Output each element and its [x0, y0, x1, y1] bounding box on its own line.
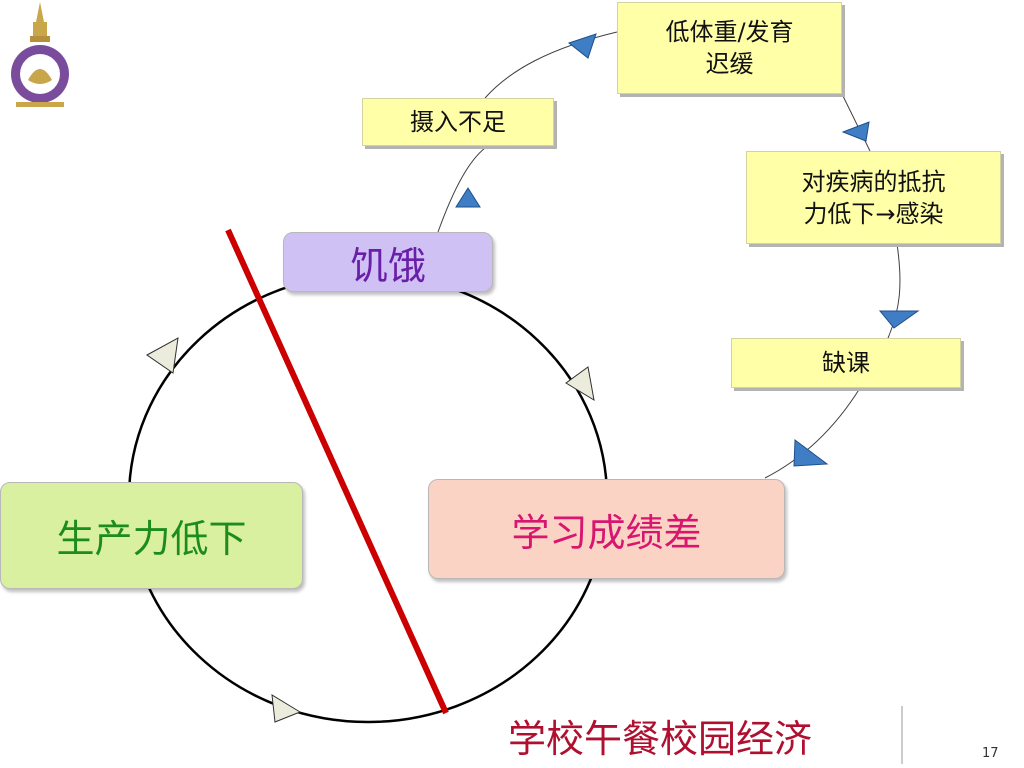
arrowhead-icon [455, 187, 481, 208]
arrowhead-icon [793, 439, 829, 467]
node-low-weight: 低体重/发育 迟缓 [617, 2, 842, 94]
footer-title: 学校午餐校园经济 [508, 717, 813, 761]
arrowhead-icon [567, 33, 597, 59]
arrowhead-icon [565, 366, 595, 402]
arrowhead-icon [878, 310, 920, 329]
node-hunger: 饥饿 [283, 232, 493, 292]
node-low-weight-line-1: 低体重/发育 [665, 18, 794, 46]
arrowhead-icon [841, 121, 870, 142]
node-low-resistance-line-2: 力低下→感染 [803, 199, 944, 228]
cut-line [225, 228, 449, 715]
node-absence: 缺课 [731, 338, 961, 388]
page-number: 17 [982, 746, 999, 761]
node-low-resistance-line-1: 对疾病的抵抗 [801, 167, 946, 196]
logo-emblem-icon [11, 2, 69, 107]
inner-arrowheads [146, 337, 595, 723]
node-insufficient-intake: 摄入不足 [362, 98, 554, 146]
footer-divider [901, 706, 903, 764]
node-low-resistance: 对疾病的抵抗 力低下→感染 [746, 151, 1001, 244]
arrowhead-icon [146, 337, 179, 374]
outer-arrowheads [455, 33, 920, 467]
node-low-weight-line-2: 迟缓 [705, 50, 754, 78]
arrowhead-icon [271, 694, 302, 723]
node-low-productivity: 生产力低下 [0, 482, 303, 589]
node-poor-study: 学习成绩差 [428, 479, 785, 579]
